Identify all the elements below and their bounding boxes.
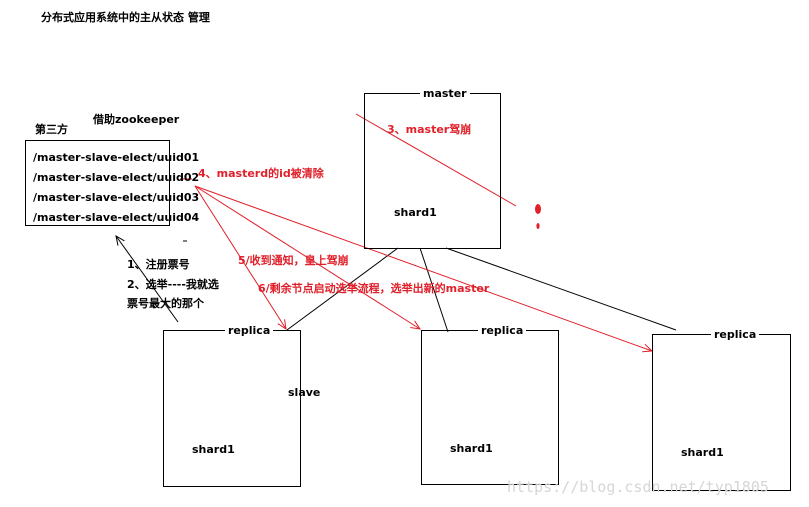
diagram-title: 分布式应用系统中的主从状态 管理	[41, 11, 210, 24]
znode-uuid02: /master-slave-elect/uuid02	[33, 171, 200, 184]
znode-uuid01: /master-slave-elect/uuid01	[33, 151, 200, 164]
register-arrow	[116, 236, 179, 323]
replica1-title: replica	[225, 324, 274, 337]
notify-replica2-arrow	[194, 185, 420, 329]
replica2-node-box	[421, 330, 559, 485]
master-node-box	[364, 93, 501, 249]
replica1-shard-label: shard1	[192, 443, 235, 456]
step3-master-crash: 3、master驾崩	[387, 123, 472, 136]
red-dot-bottom	[536, 223, 540, 229]
zookeeper-node-box	[25, 140, 170, 226]
step5-notified: 5/收到通知，皇上驾崩	[238, 254, 349, 267]
elect-note-line1: 2、选举----我就选	[127, 278, 219, 291]
red-dot-top	[535, 204, 541, 214]
replica2-shard-label: shard1	[450, 442, 493, 455]
replica3-shard-label: shard1	[681, 446, 724, 459]
replica1-node-box	[163, 330, 301, 487]
master-shard-label: shard1	[394, 206, 437, 219]
master-to-replica1-line	[286, 247, 399, 331]
elect-note-line2: 票号最大的那个	[127, 297, 204, 310]
master-to-replica3-line	[445, 247, 677, 331]
watermark-text: https://blog.csdn.net/typ1805	[507, 478, 769, 496]
notify-replica3-arrow	[194, 185, 652, 351]
master-title: master	[420, 87, 470, 100]
replica1-slave-label: slave	[288, 386, 321, 399]
step6-reelection: 6/剩余节点启动选举流程，选举出新的master	[258, 282, 490, 295]
znode-uuid04: /master-slave-elect/uuid04	[33, 211, 200, 224]
zookeeper-label: 借助zookeeper	[93, 113, 180, 126]
znode-uuid03: /master-slave-elect/uuid03	[33, 191, 200, 204]
notify-replica1-arrow	[194, 185, 286, 329]
master-to-replica2-line	[419, 247, 449, 333]
master-crash-line	[355, 113, 517, 207]
step4-id-cleared: 4、masterd的id被清除	[198, 167, 324, 180]
third-party-label: 第三方	[35, 123, 68, 136]
replica3-node-box	[652, 334, 791, 491]
register-note: 1、注册票号	[127, 258, 190, 271]
replica3-title: replica	[711, 328, 760, 341]
replica2-title: replica	[478, 324, 527, 337]
